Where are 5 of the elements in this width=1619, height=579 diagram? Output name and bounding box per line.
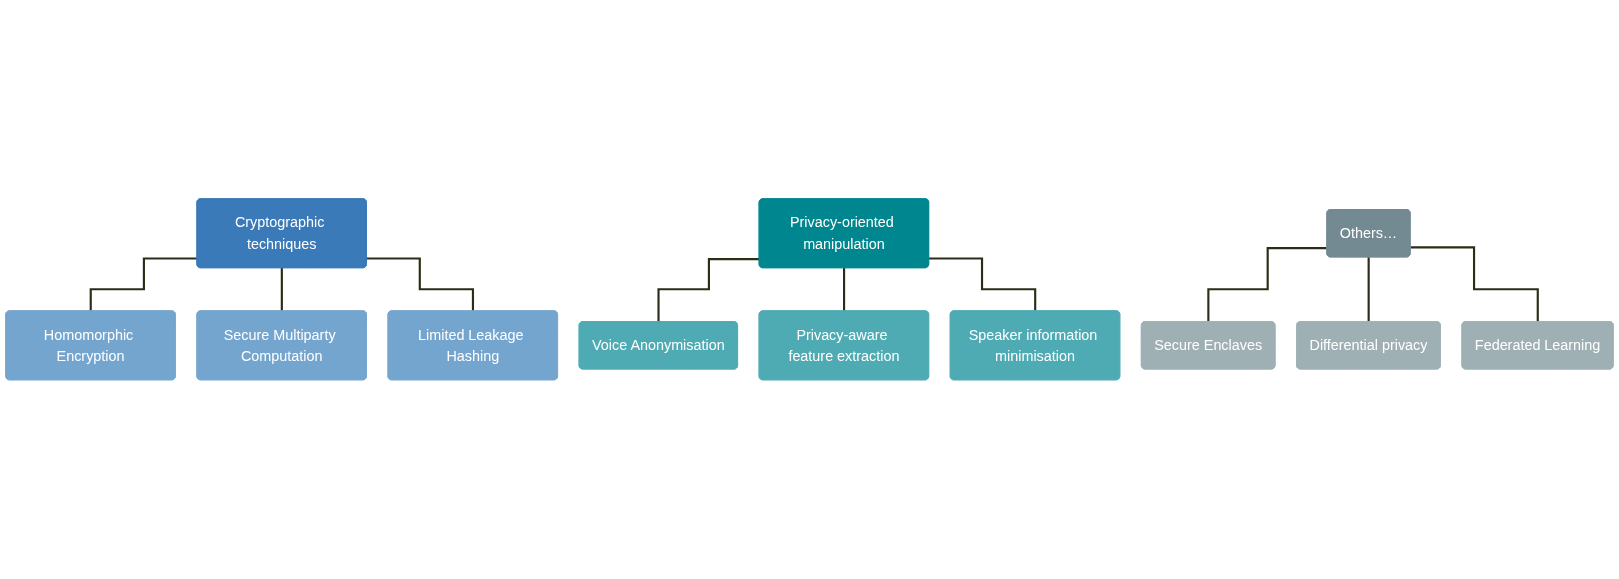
connector [843,267,846,313]
connector [929,257,1037,313]
connector [280,267,284,313]
connector [89,257,198,313]
connector [366,257,475,313]
